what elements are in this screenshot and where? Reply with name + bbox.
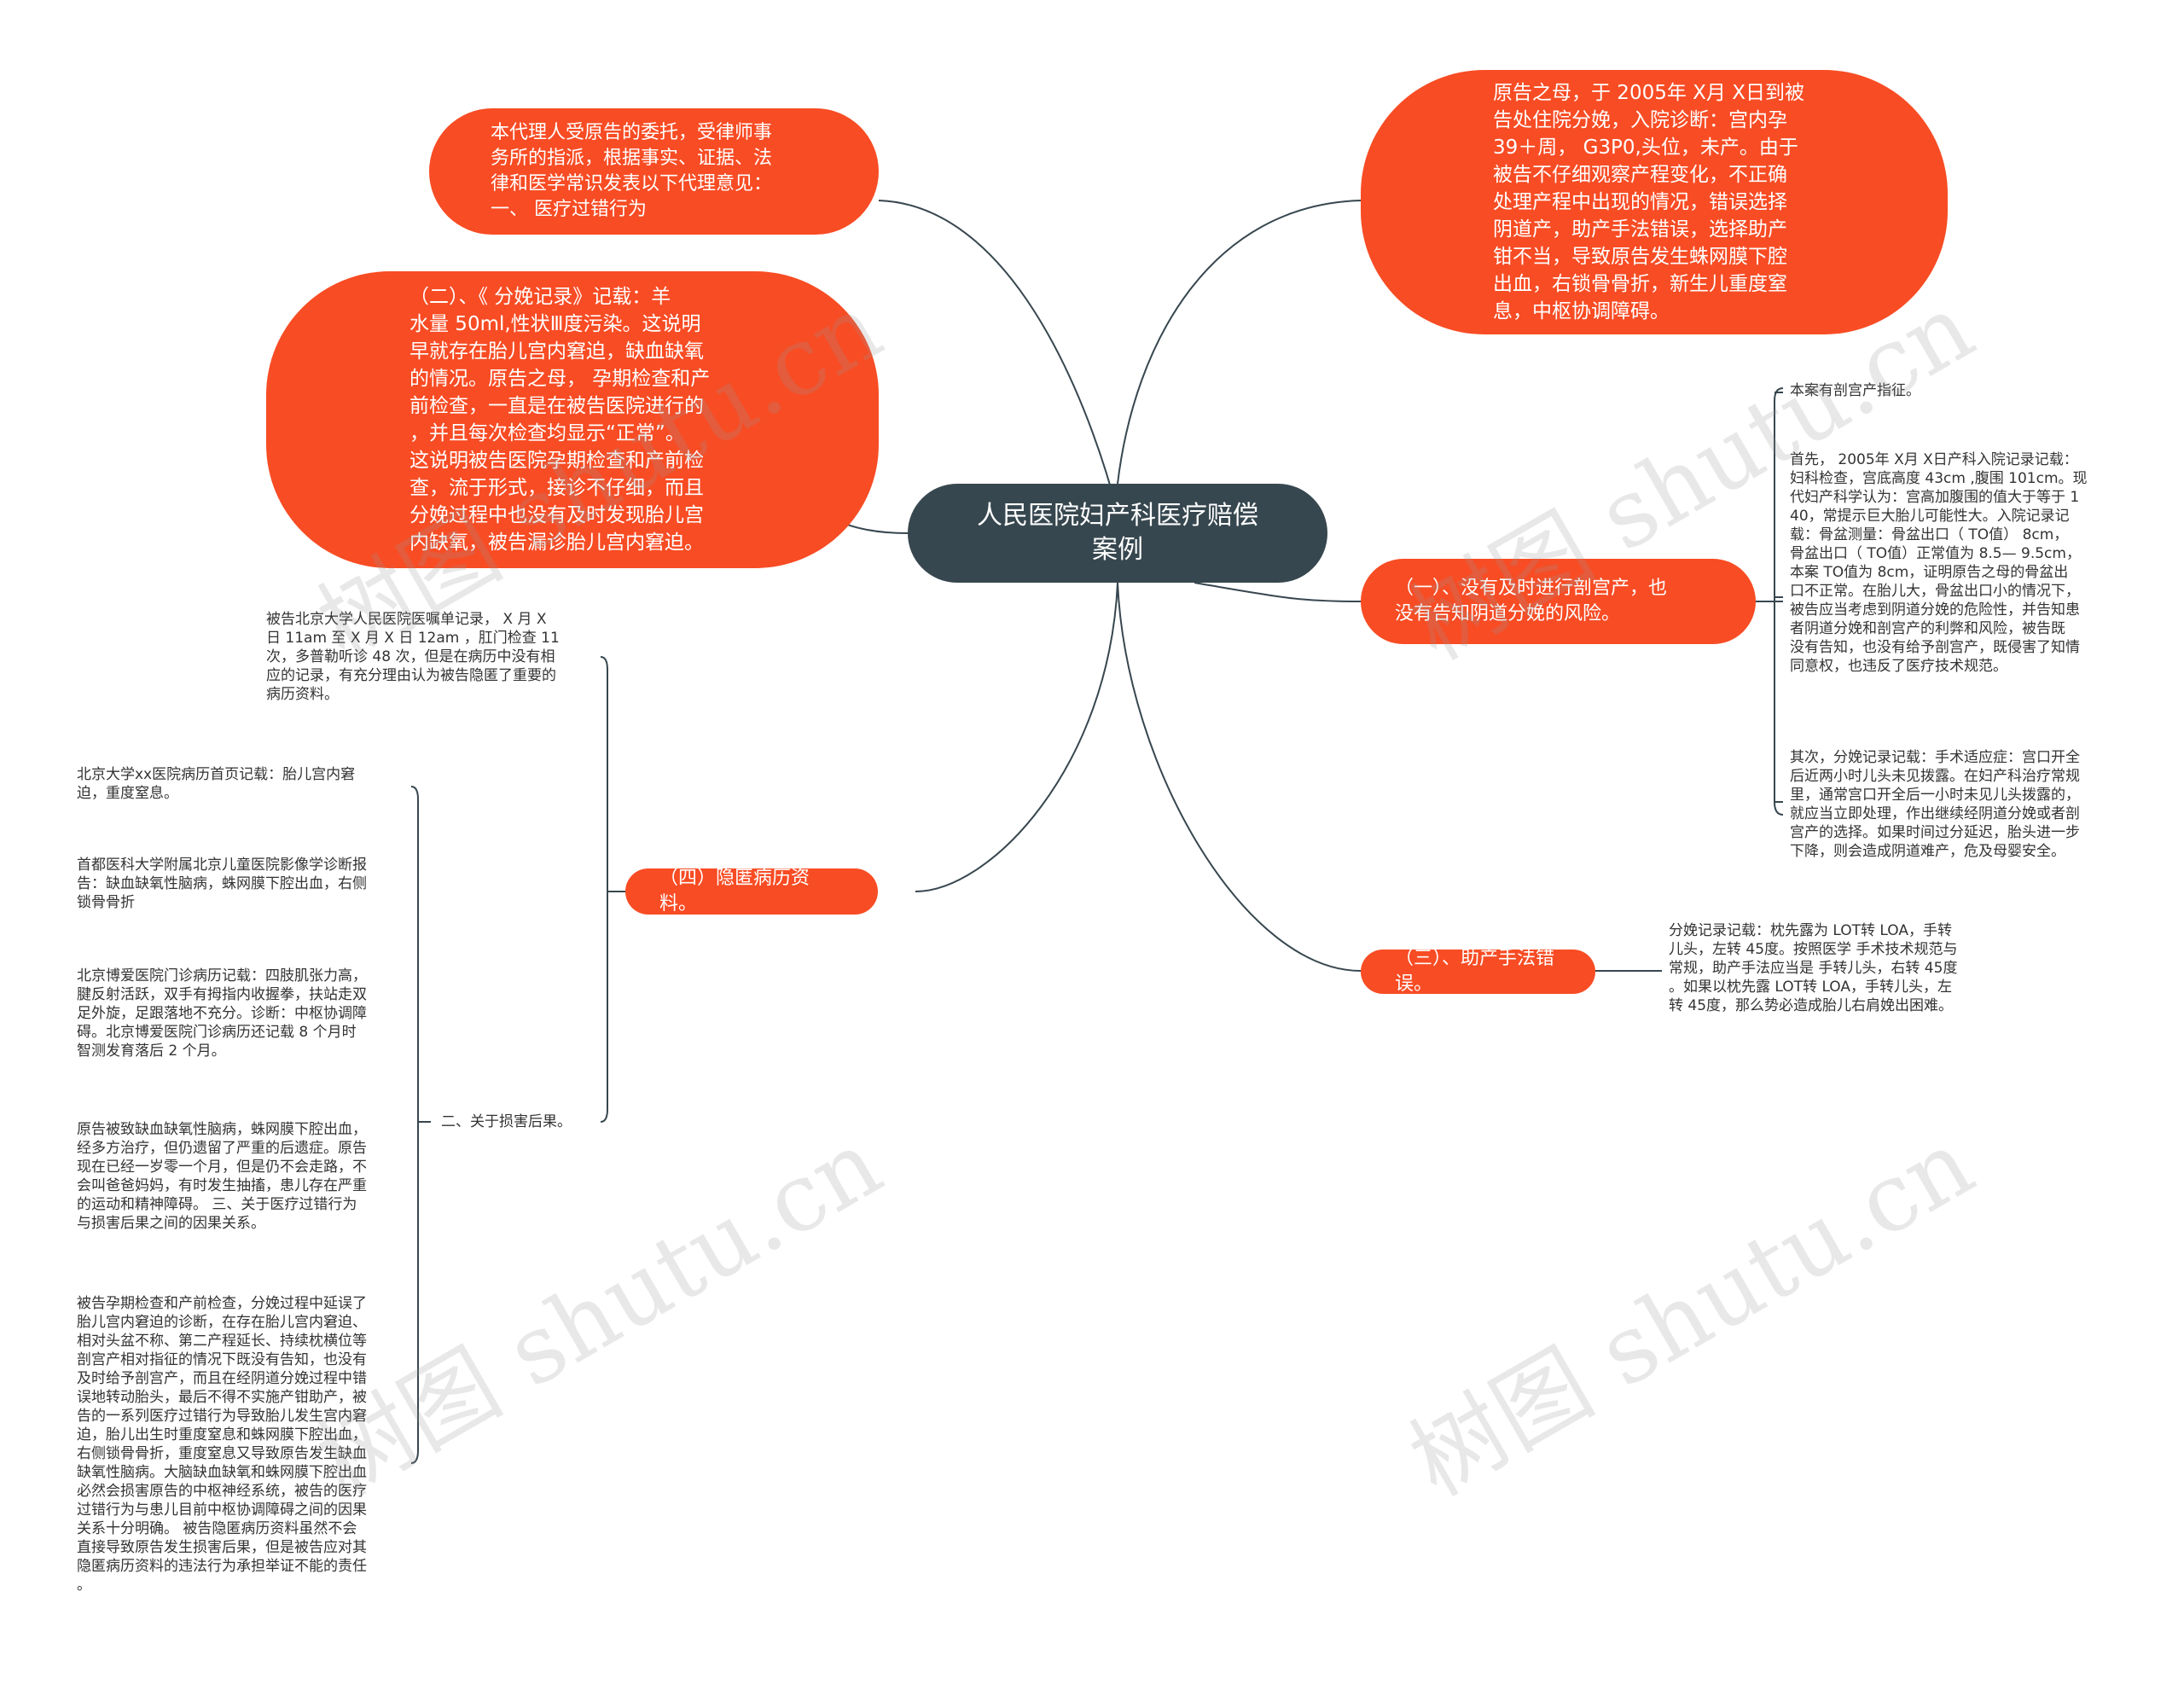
link-root-item4 xyxy=(915,582,1118,892)
branch-facts[interactable]: 原告之母，于 2005年 X月 X日到被 告处住院分娩，入院诊断：宫内孕 39＋… xyxy=(1361,70,1948,334)
link-root-item3 xyxy=(1117,582,1362,972)
link-root-facts xyxy=(1117,200,1362,485)
item4-leaf-orders[interactable]: 被告北京大学人民医院医嘱单记录， X 月 X 日 11am 至 X 月 X 日 … xyxy=(266,611,560,703)
link-root-intro xyxy=(878,200,1118,513)
branch-intro[interactable]: 本代理人受原告的委托，受律师事 务所的指派，根据事实、证据、法 律和医学常识发表… xyxy=(429,108,879,235)
branch-intro-text: 本代理人受原告的委托，受律师事 务所的指派，根据事实、证据、法 律和医学常识发表… xyxy=(491,122,773,220)
item1-leaf-first[interactable]: 首先， 2005年 X月 X日产科入院记录记载： 妇科检查，宫底高度 43cm … xyxy=(1790,451,2088,675)
branch-item3[interactable]: （三）、助产手法错误。 xyxy=(1361,948,1595,995)
link-root-item1 xyxy=(1194,582,1362,602)
branch-facts-text: 原告之母，于 2005年 X月 X日到被 告处住院分娩，入院诊断：宫内孕 39＋… xyxy=(1493,82,1804,322)
damage-leaf-boai[interactable]: 北京博爱医院门诊病历记载：四肢肌张力高， 腱反射活跃，双手有拇指内收握拳，扶站走… xyxy=(77,967,367,1060)
branch-item1-text: （一）、没有及时进行剖宫产，也 没有告知阴道分娩的风险。 xyxy=(1395,578,1668,624)
branch-item4[interactable]: （四）隐匿病历资料。 xyxy=(625,868,878,915)
branch-item4-text: （四）隐匿病历资料。 xyxy=(659,868,810,915)
branch-item1[interactable]: （一）、没有及时进行剖宫产，也 没有告知阴道分娩的风险。 xyxy=(1361,559,1756,644)
item1-leaf-second[interactable]: 其次，分娩记录记载：手术适应症：宫口开全 后近两小时儿头未见拨露。在妇产科治疗常… xyxy=(1790,749,2080,860)
branch-item3-text: （三）、助产手法错误。 xyxy=(1395,948,1555,995)
damage-leaf-sequelae[interactable]: 原告被致缺血缺氧性脑病，蛛网膜下腔出血， 经多方治疗，但仍遗留了严重的后遗症。原… xyxy=(77,1121,367,1232)
damage-leaf-imaging[interactable]: 首都医科大学附属北京儿童医院影像学诊断报 告：缺血缺氧性脑病，蛛网膜下腔出血，右… xyxy=(77,857,367,911)
item1-bracket xyxy=(1756,387,1784,816)
root-title: 人民医院妇产科医疗赔偿 案例 xyxy=(977,501,1258,565)
damage-label[interactable]: 二、关于损害后果。 xyxy=(441,1113,572,1130)
item1-leaf-indication[interactable]: 本案有剖宫产指征。 xyxy=(1790,382,1920,399)
item3-leaf[interactable]: 分娩记录记载：枕先露为 LOT转 LOA，手转 儿头，左转 45度。按照医学 手… xyxy=(1669,922,1958,1014)
damage-leaf-causation[interactable]: 被告孕期检查和产前检查，分娩过程中延误了 胎儿宫内窘迫的诊断，在存在胎儿宫内窘迫… xyxy=(77,1295,367,1594)
root-topic[interactable]: 人民医院妇产科医疗赔偿 案例 xyxy=(908,484,1327,583)
branch-record2[interactable]: （二）、《 分娩记录》记载：羊 水量 50ml,性状Ⅲ度污染。这说明 早就存在胎… xyxy=(266,271,879,568)
branch-record2-text: （二）、《 分娩记录》记载：羊 水量 50ml,性状Ⅲ度污染。这说明 早就存在胎… xyxy=(410,286,711,554)
item4-bracket xyxy=(600,656,625,1123)
damage-leaf-record[interactable]: 北京大学xx医院病历首页记载：胎儿宫内窘 迫，重度窒息。 xyxy=(77,766,356,802)
damage-bracket xyxy=(410,786,431,1464)
